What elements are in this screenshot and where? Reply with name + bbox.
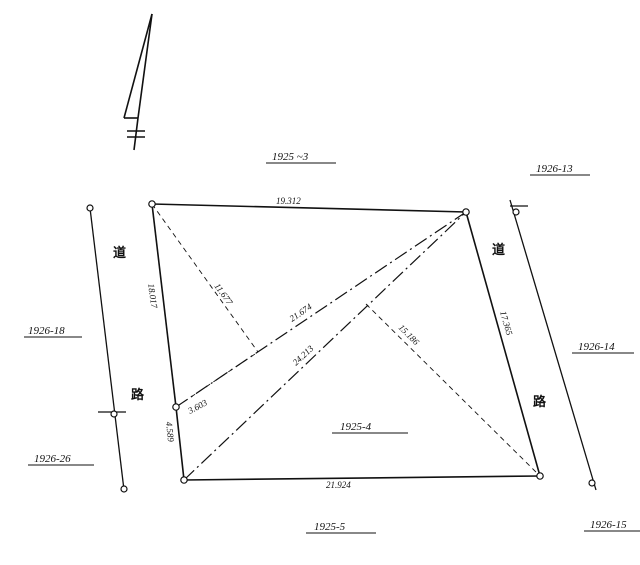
lot-label-center: 1925-4 xyxy=(340,421,372,433)
lot-boundary xyxy=(151,203,541,481)
dim-short-seg: 3.603 xyxy=(185,397,209,416)
construction-lines xyxy=(151,203,541,481)
dim-diag-a: 21.674 xyxy=(288,301,315,323)
road-char-east-bottom: 路 xyxy=(533,394,547,410)
road-point xyxy=(120,485,128,493)
lot-label-se: 1926-15 xyxy=(590,519,627,531)
corner-point xyxy=(148,200,156,208)
lot-label-ne: 1926-13 xyxy=(536,163,573,175)
corner-points xyxy=(148,200,544,484)
corner-point xyxy=(180,476,188,484)
dim-diag-short: 11.677 xyxy=(212,281,235,307)
lot-label-east: 1926-14 xyxy=(578,341,615,353)
dim-left: 18.017 xyxy=(146,283,159,309)
dim-top: 19.312 xyxy=(276,196,301,206)
lot-label-sw: 1926-26 xyxy=(34,453,71,465)
road-point xyxy=(512,208,520,216)
lot-labels: 1925 ~3 1926-13 1926-18 1926-26 1926-14 … xyxy=(24,151,640,534)
road-labels: 道 路 道 路 xyxy=(113,242,547,410)
north-arrow-icon xyxy=(123,13,153,151)
dim-diag-c: 15.186 xyxy=(397,322,422,347)
lot-label-south: 1925-5 xyxy=(314,521,346,533)
lot-label-west: 1926-18 xyxy=(28,325,65,337)
road-point xyxy=(86,204,94,212)
road-char-east-top: 道 xyxy=(492,242,505,258)
dim-diag-b: 24.213 xyxy=(291,343,316,368)
road-char-west-top: 道 xyxy=(113,245,126,261)
dim-bottom: 21.924 xyxy=(326,480,351,490)
road-point xyxy=(588,479,596,487)
corner-point xyxy=(172,403,180,411)
dim-left-lower: 4.589 xyxy=(164,421,176,443)
dimension-labels: 19.312 21.924 18.017 4.589 17.365 11.677… xyxy=(146,196,515,490)
road-char-west-bottom: 路 xyxy=(131,387,145,403)
road-point xyxy=(110,410,118,418)
corner-point xyxy=(462,208,470,216)
lot-label-north: 1925 ~3 xyxy=(272,151,309,163)
east-road xyxy=(509,199,597,491)
west-road xyxy=(86,204,128,493)
corner-point xyxy=(536,472,544,480)
